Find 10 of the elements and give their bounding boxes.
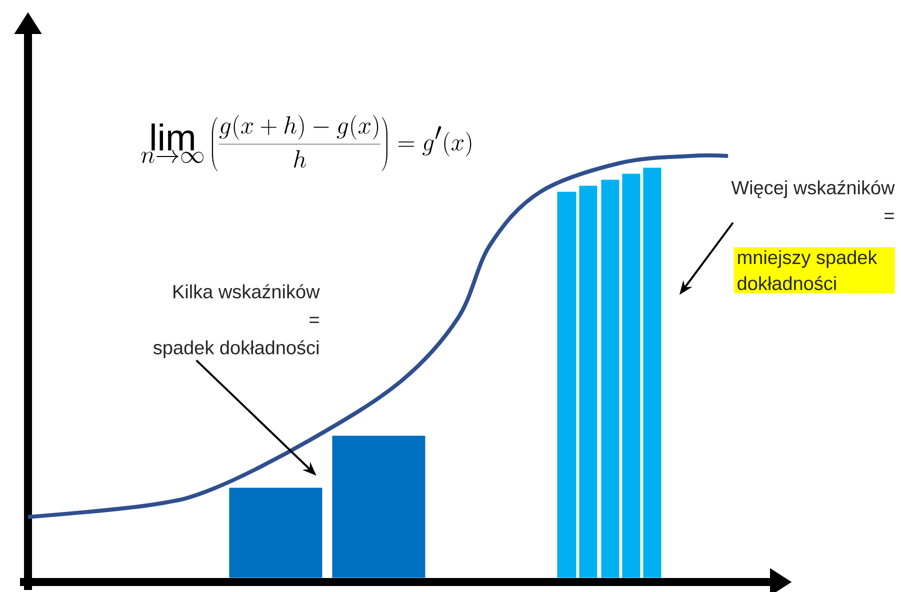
annotation-text: Więcej wskaźników = mniejszy spadek dokładności <box>731 180 895 294</box>
bar <box>579 186 598 578</box>
label: $\lim_{n\to\infty}\left(\frac{g(x+h)-g(x)}{h}\right)=g'(x)$ <box>141 114 472 172</box>
bar <box>229 488 322 578</box>
annotation-text: Kilka wskaźników = spadek dokładności <box>153 284 320 358</box>
bar <box>643 168 662 578</box>
bar <box>601 180 620 578</box>
bar <box>332 436 426 578</box>
bar <box>622 174 640 578</box>
bar <box>557 192 576 578</box>
